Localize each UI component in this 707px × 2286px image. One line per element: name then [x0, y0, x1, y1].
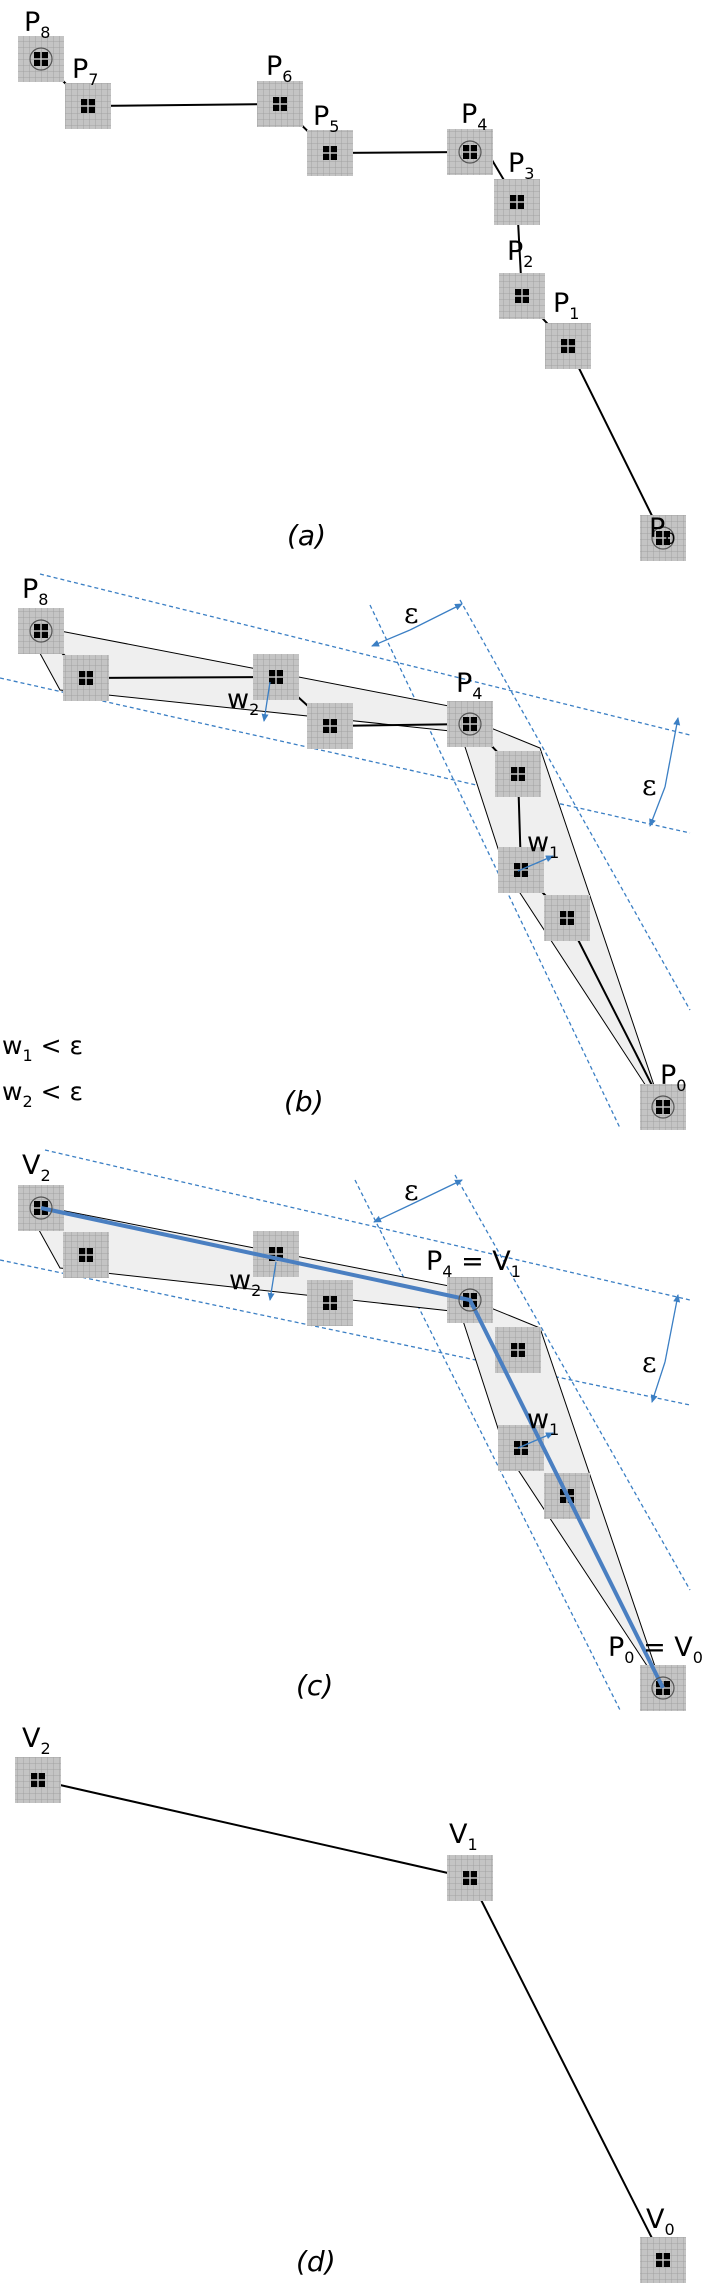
pa-end-marker	[651, 526, 675, 550]
pb-guide-bottom	[0, 677, 691, 834]
panel-b: ε ε P8 P4 P0 w2 w1 w1 < ε w2 < ε (b)	[0, 573, 691, 1130]
pixel-cell-pd-v0	[640, 2237, 686, 2283]
label-pb-w1: w1	[527, 827, 559, 862]
label-pa-p3: P3	[508, 148, 534, 183]
caption-c: (c)	[296, 1669, 333, 1702]
pb-condition-w2: w2 < ε	[2, 1077, 83, 1111]
pixel-cell-pa-p0	[640, 515, 686, 561]
pc-eps-right-arrow	[664, 1294, 681, 1363]
pixel-cell-pb-p6	[253, 654, 299, 700]
label-pa-p4: P4	[461, 99, 487, 134]
pb-eps-right-arrow-2	[649, 786, 666, 827]
caption-b: (b)	[284, 1085, 324, 1118]
label-pa-p2: P2	[507, 236, 533, 271]
panel-c: ε ε V2 P4 = V1 P0 = V0 w2 w1 (c)	[0, 1149, 703, 1711]
pc-approx-line	[40, 1206, 665, 1689]
label-pa-p6: P6	[266, 51, 292, 86]
pixel-cell-pd-v1	[447, 1855, 493, 1901]
pc-split-marker	[458, 1288, 482, 1312]
pixel-cell-pa-p6	[257, 81, 303, 127]
label-pd-v1: V1	[449, 1819, 478, 1854]
pc-w2-arrow	[267, 1261, 277, 1301]
label-pa-p5: P5	[313, 101, 339, 136]
label-pc-w2: w2	[229, 1265, 261, 1300]
label-pd-v2: V2	[22, 1723, 51, 1758]
pa-start-marker	[29, 47, 53, 71]
pb-start-marker	[29, 619, 53, 643]
pixel-cell-pa-p5	[307, 130, 353, 176]
pc-eps-right: ε	[642, 1346, 657, 1379]
label-pa-p0: P0	[649, 513, 675, 548]
panel-a: P8 P7 P6 P5 P4 P3 P2 P1 P0 (a)	[18, 7, 686, 561]
pb-end-marker	[651, 1095, 675, 1119]
pc-guide-right	[454, 1174, 691, 1591]
label-pb-w2: w2	[227, 684, 259, 719]
label-pb-p0: P0	[660, 1060, 686, 1095]
pb-w2-arrow	[261, 681, 271, 722]
pb-guide-left	[369, 604, 621, 1129]
pb-w1-arrow	[517, 855, 554, 872]
label-pb-p4: P4	[456, 668, 482, 703]
caption-d: (d)	[296, 2245, 336, 2278]
pb-guide-right	[459, 599, 691, 1011]
pb-eps-top: ε	[404, 597, 419, 630]
pixel-cell-pc-p5	[307, 1280, 353, 1326]
pc-start-marker	[29, 1196, 53, 1220]
pb-eps-top-arrow	[371, 629, 411, 647]
label-pc-w1: w1	[527, 1404, 559, 1439]
pixel-cell-pa-p1	[545, 323, 591, 369]
pc-guide-top	[44, 1149, 691, 1301]
pixel-cell-pb-p5	[307, 703, 353, 749]
pixel-cell-pa-p8	[18, 36, 64, 82]
pd-simplified-line	[37, 1779, 664, 2261]
caption-a: (a)	[287, 519, 326, 552]
pixel-cell-pd-v2	[15, 1757, 61, 1803]
label-pc-p0v0: P0 = V0	[608, 1632, 703, 1667]
pb-eps-right-arrow	[664, 717, 681, 788]
label-pa-p7: P7	[72, 54, 98, 89]
pixel-cell-pa-p2	[499, 273, 545, 319]
panel-d: V2 V1 V0 (d)	[15, 1723, 686, 2283]
pixel-cell-pa-p4	[447, 129, 493, 175]
pixel-cell-pb-p7	[63, 655, 109, 701]
pb-eps-right: ε	[642, 769, 657, 802]
pb-eps-top-arrow-2	[409, 603, 463, 631]
pc-w1-arrow	[517, 1432, 554, 1449]
pixel-cell-pa-p7	[65, 83, 111, 129]
pb-split-marker	[458, 712, 482, 736]
pc-guide-left	[354, 1179, 621, 1711]
pixel-cell-pb-p4	[447, 701, 493, 747]
pixel-cell-pa-p3	[494, 179, 540, 225]
pixel-cell-pb-p0	[640, 1084, 686, 1130]
pixel-cell-pb-p3	[495, 751, 541, 797]
label-pa-p8: P8	[24, 7, 50, 42]
pc-eps-top-arrow	[373, 1204, 411, 1223]
label-pd-v0: V0	[646, 2204, 675, 2239]
pixel-cell-pc-p7	[63, 1232, 109, 1278]
pc-eps-right-arrow-2	[650, 1361, 666, 1403]
pa-split-marker	[458, 140, 482, 164]
pixel-cell-pb-p8	[18, 608, 64, 654]
pc-eps-top: ε	[404, 1174, 419, 1207]
label-pc-v2: V2	[22, 1150, 51, 1185]
label-pa-p1: P1	[553, 288, 579, 323]
label-pc-p4v1: P4 = V1	[426, 1246, 521, 1281]
pb-condition-w1: w1 < ε	[2, 1031, 83, 1065]
pc-end-marker	[651, 1676, 675, 1700]
pixel-cell-pb-p1	[544, 895, 590, 941]
pc-eps-top-arrow-2	[409, 1179, 463, 1206]
label-pb-p8: P8	[22, 574, 48, 609]
pc-guide-bottom	[0, 1259, 691, 1406]
